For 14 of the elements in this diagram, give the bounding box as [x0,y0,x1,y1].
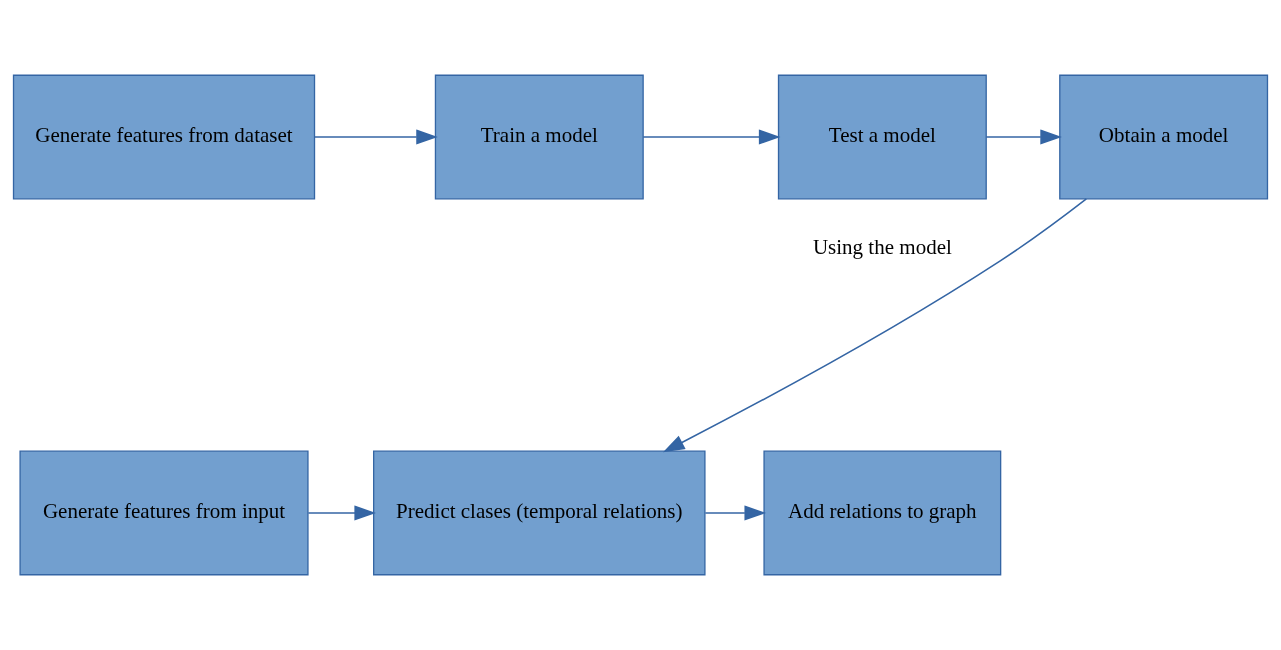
node-box: Train a model [434,74,644,200]
arrow [642,129,781,145]
edge-label: Using the model [812,234,952,259]
arrow [985,129,1062,145]
arrow [307,505,376,521]
node-box: Obtain a model [1059,74,1269,200]
node-box: Predict clases (temporal relations) [373,450,706,576]
arrow [662,198,1088,453]
node-box: Generate features from input [19,450,309,576]
node-box: Add relations to graph [763,450,1002,576]
node-box: Generate features from dataset [12,74,316,200]
node-box: Test a model [777,74,987,200]
arrow [313,129,438,145]
arrow [704,505,767,521]
